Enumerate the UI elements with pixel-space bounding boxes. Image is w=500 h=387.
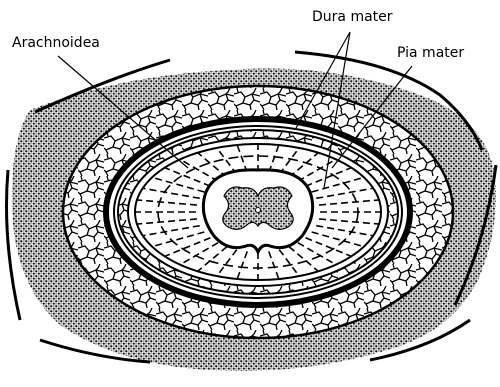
arachnoidea-label: Arachnoidea <box>12 36 100 50</box>
pia-mater-label: Pia mater <box>397 46 464 60</box>
dura-mater-label: Dura mater <box>312 10 393 24</box>
central-canal <box>256 208 261 213</box>
